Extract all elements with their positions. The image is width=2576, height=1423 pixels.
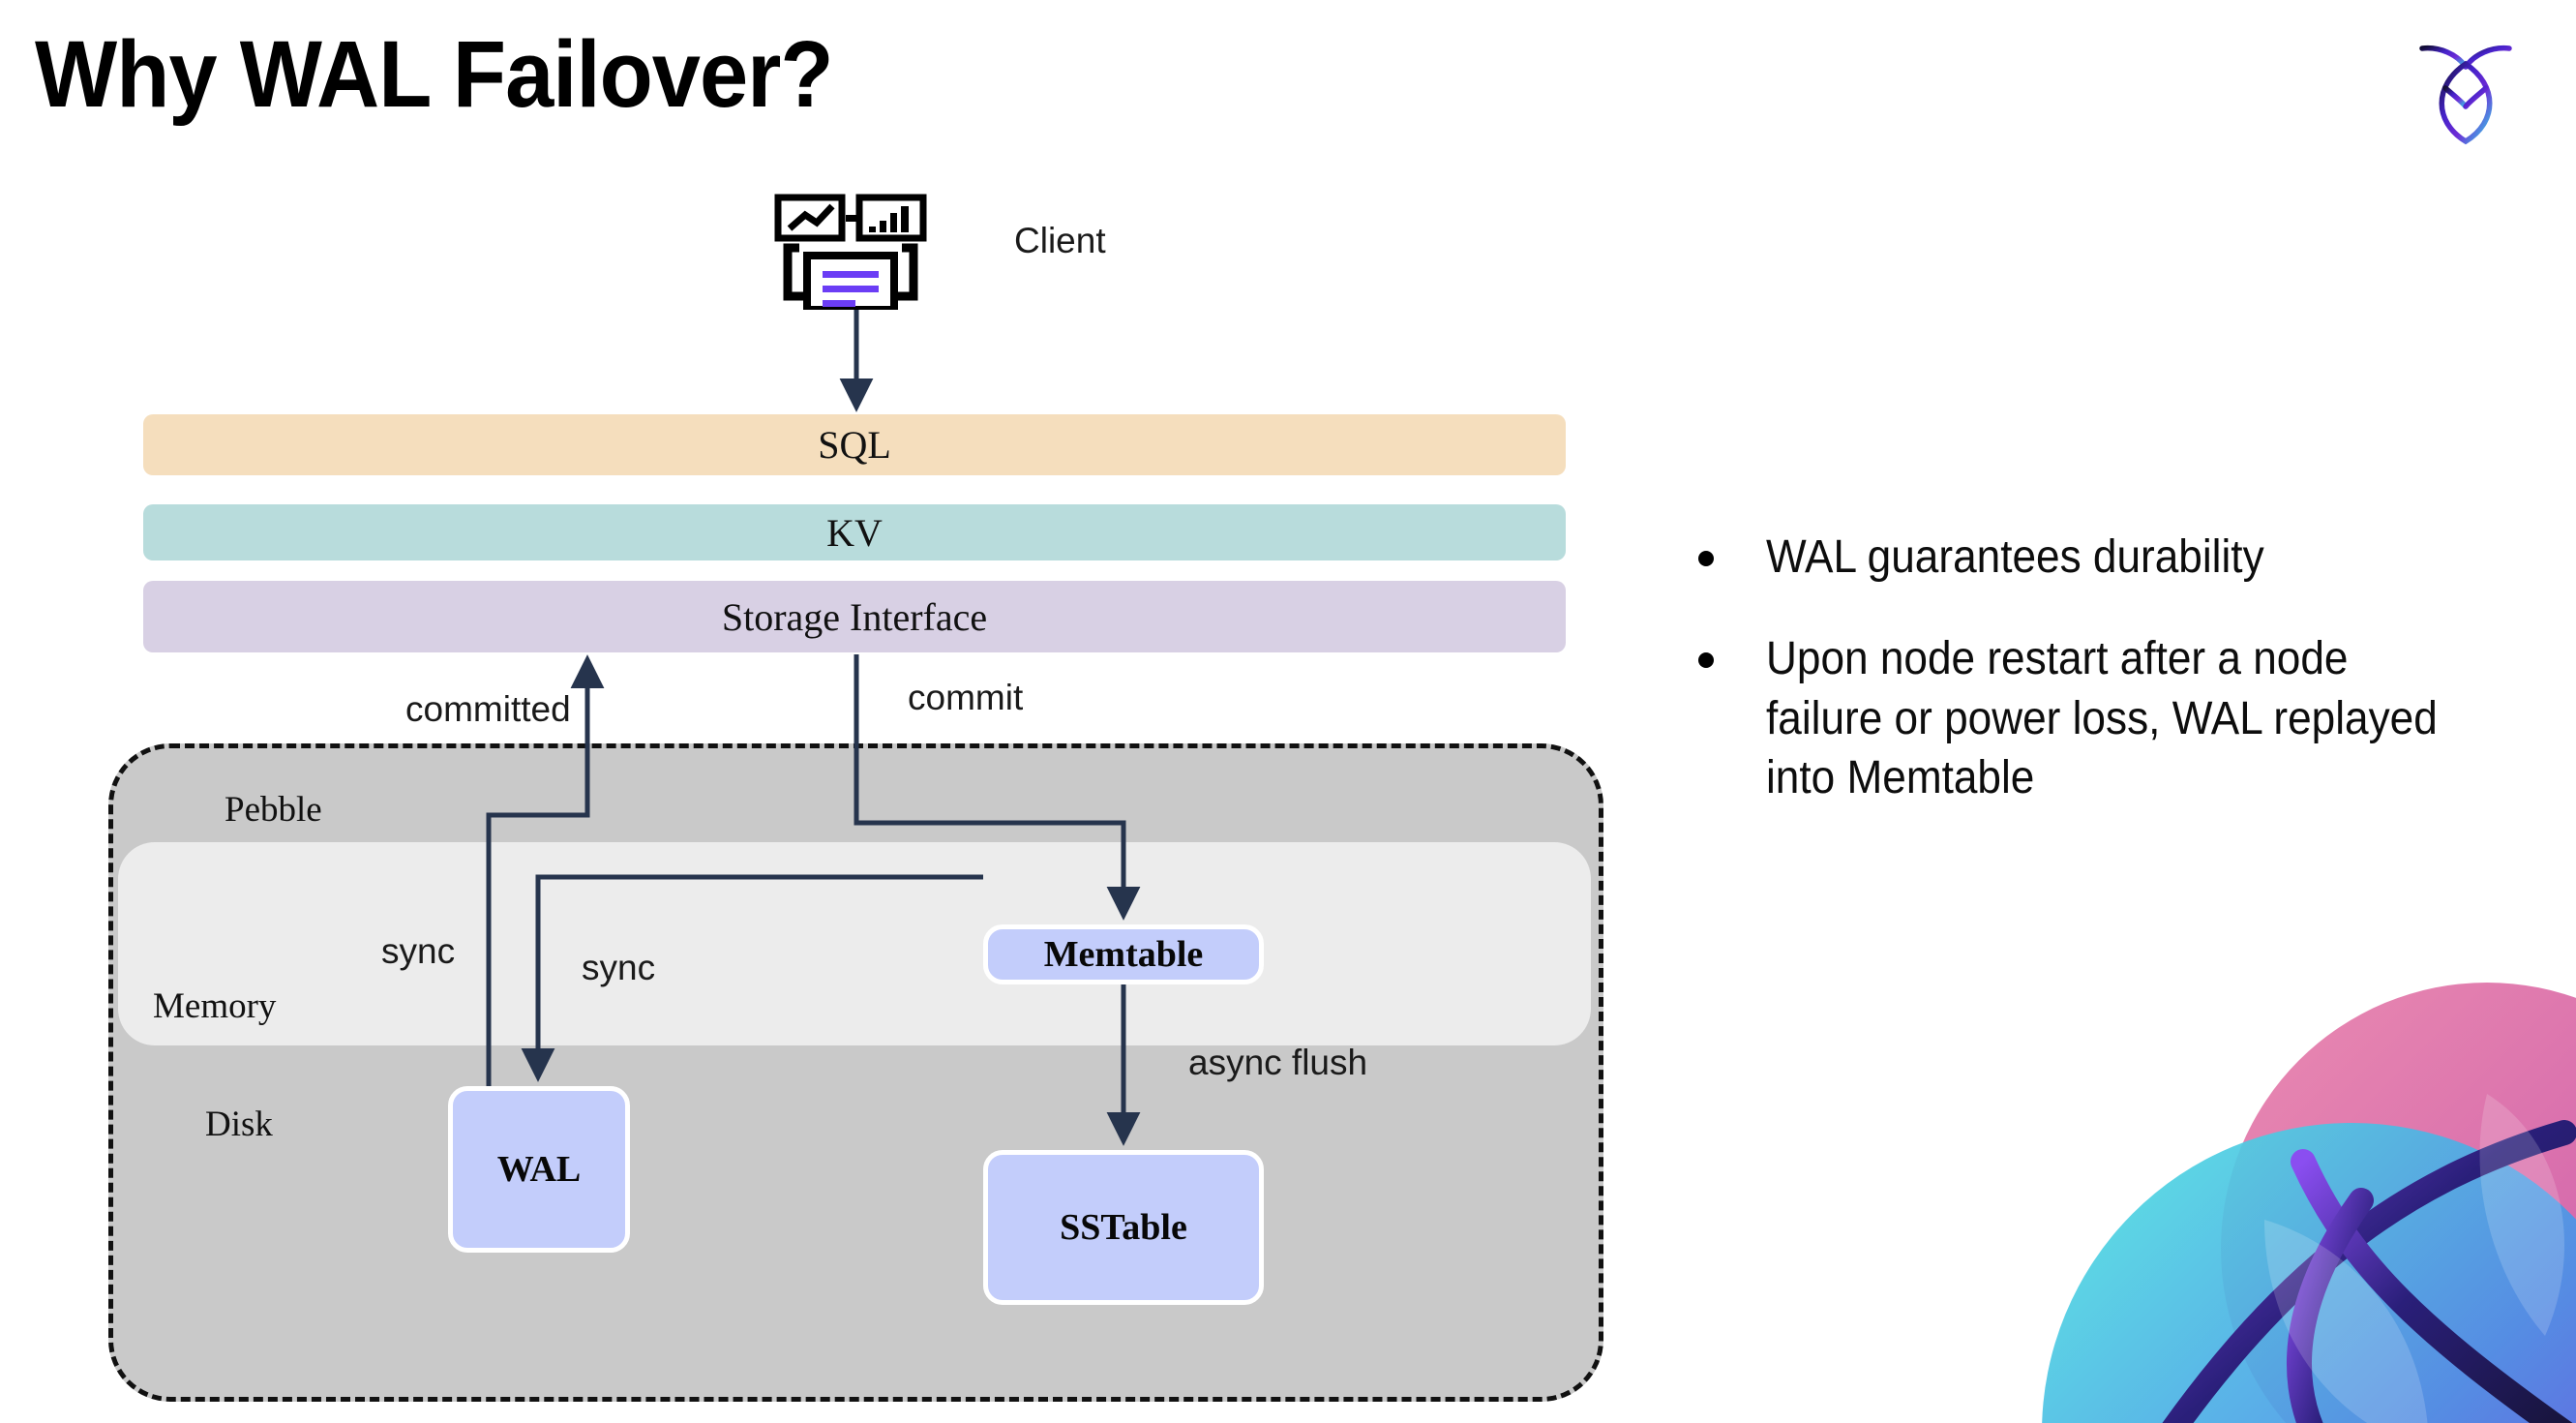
node-wal: WAL: [448, 1086, 630, 1253]
pebble-label: Pebble: [225, 790, 322, 830]
client-label: Client: [1014, 221, 1106, 260]
bullet-text: WAL guarantees durability: [1766, 531, 2264, 583]
layer-bar-kv: KV: [143, 504, 1566, 560]
edge-label-commit: commit: [908, 678, 1024, 717]
bullet-dot-icon: [1698, 551, 1714, 566]
list-item: WAL guarantees durability: [1698, 528, 2501, 587]
memory-label: Memory: [153, 986, 277, 1026]
edge-label-sync-1: sync: [381, 931, 456, 971]
disk-label: Disk: [205, 1105, 273, 1144]
layer-bar-storage-interface: Storage Interface: [143, 581, 1566, 652]
layer-label-kv: KV: [826, 510, 883, 555]
bullet-list: WAL guarantees durability Upon node rest…: [1698, 528, 2501, 851]
node-label-memtable: Memtable: [1043, 934, 1204, 975]
decorative-brand-art: [1945, 929, 2576, 1423]
memory-region: [118, 842, 1591, 1045]
list-item: Upon node restart after a node failure o…: [1698, 629, 2501, 807]
cockroachdb-logo-icon: [2412, 35, 2519, 146]
client-dashboard-icon: [774, 194, 929, 314]
edge-label-async-flush: async flush: [1188, 1043, 1368, 1082]
node-label-wal: WAL: [496, 1149, 582, 1190]
bullet-dot-icon: [1698, 652, 1714, 669]
bullet-text: Upon node restart after a node failure o…: [1766, 633, 2438, 804]
layer-bar-sql: SQL: [143, 414, 1566, 475]
edge-label-committed: committed: [405, 689, 571, 729]
node-label-sstable: SSTable: [1060, 1207, 1187, 1248]
node-sstable: SSTable: [983, 1150, 1264, 1305]
edge-label-sync-2: sync: [582, 948, 656, 987]
layer-label-storage-interface: Storage Interface: [721, 594, 988, 639]
page-title: Why WAL Failover?: [35, 21, 834, 127]
layer-label-sql: SQL: [818, 423, 891, 467]
node-memtable: Memtable: [983, 924, 1264, 984]
